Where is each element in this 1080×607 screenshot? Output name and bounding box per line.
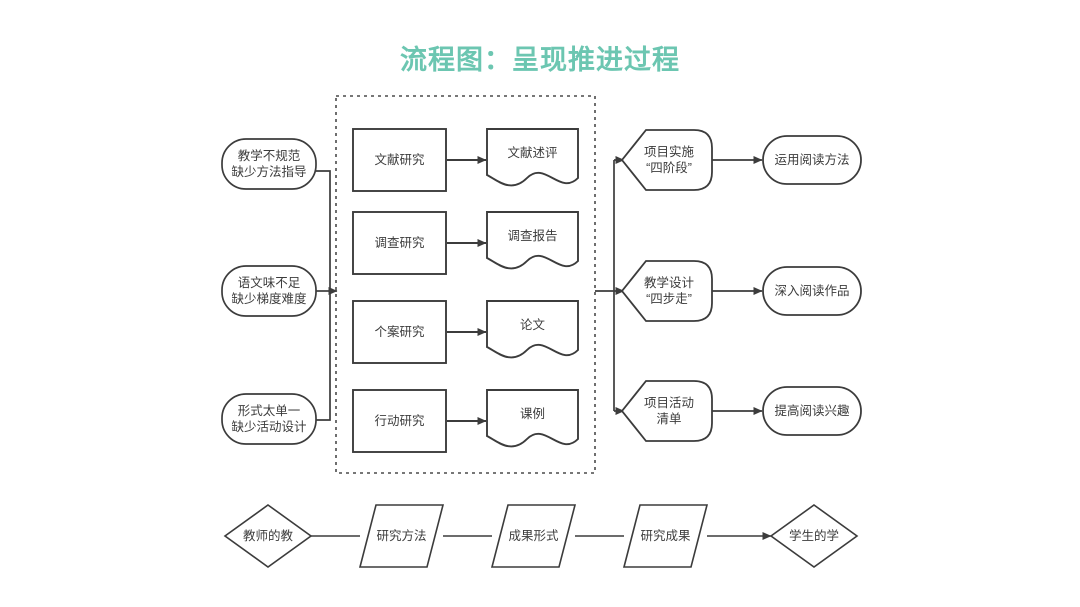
action-node-3-shape[interactable]: [620, 380, 713, 442]
connector-problem3-bus: [316, 291, 331, 421]
bottom-node-3-shape[interactable]: [490, 504, 577, 568]
problem-node-1-shape[interactable]: [221, 138, 317, 190]
result-node-2-shape[interactable]: [762, 266, 862, 316]
output-node-1-shape[interactable]: [486, 128, 579, 187]
output-node-3-shape[interactable]: [486, 300, 579, 359]
output-node-2-shape[interactable]: [486, 211, 579, 270]
method-node-4-shape[interactable]: [352, 389, 447, 453]
output-node-4-shape[interactable]: [486, 389, 579, 448]
method-node-1-shape[interactable]: [352, 128, 447, 192]
problem-node-2-shape[interactable]: [221, 265, 317, 317]
action-node-2-shape[interactable]: [620, 260, 713, 322]
bottom-node-4-shape[interactable]: [622, 504, 709, 568]
action-node-1-shape[interactable]: [620, 129, 713, 191]
method-node-2-shape[interactable]: [352, 211, 447, 275]
connector-problems-bus: [316, 170, 331, 291]
bottom-node-1-shape[interactable]: [223, 504, 313, 568]
page-title: 流程图：呈现推进过程: [400, 45, 680, 75]
method-node-3-shape[interactable]: [352, 300, 447, 364]
problem-node-3-shape[interactable]: [221, 393, 317, 445]
result-node-3-shape[interactable]: [762, 386, 862, 436]
research-methods-group-border: [335, 95, 596, 474]
result-node-1-shape[interactable]: [762, 135, 862, 185]
bottom-node-5-shape[interactable]: [769, 504, 859, 568]
bottom-node-2-shape[interactable]: [358, 504, 445, 568]
